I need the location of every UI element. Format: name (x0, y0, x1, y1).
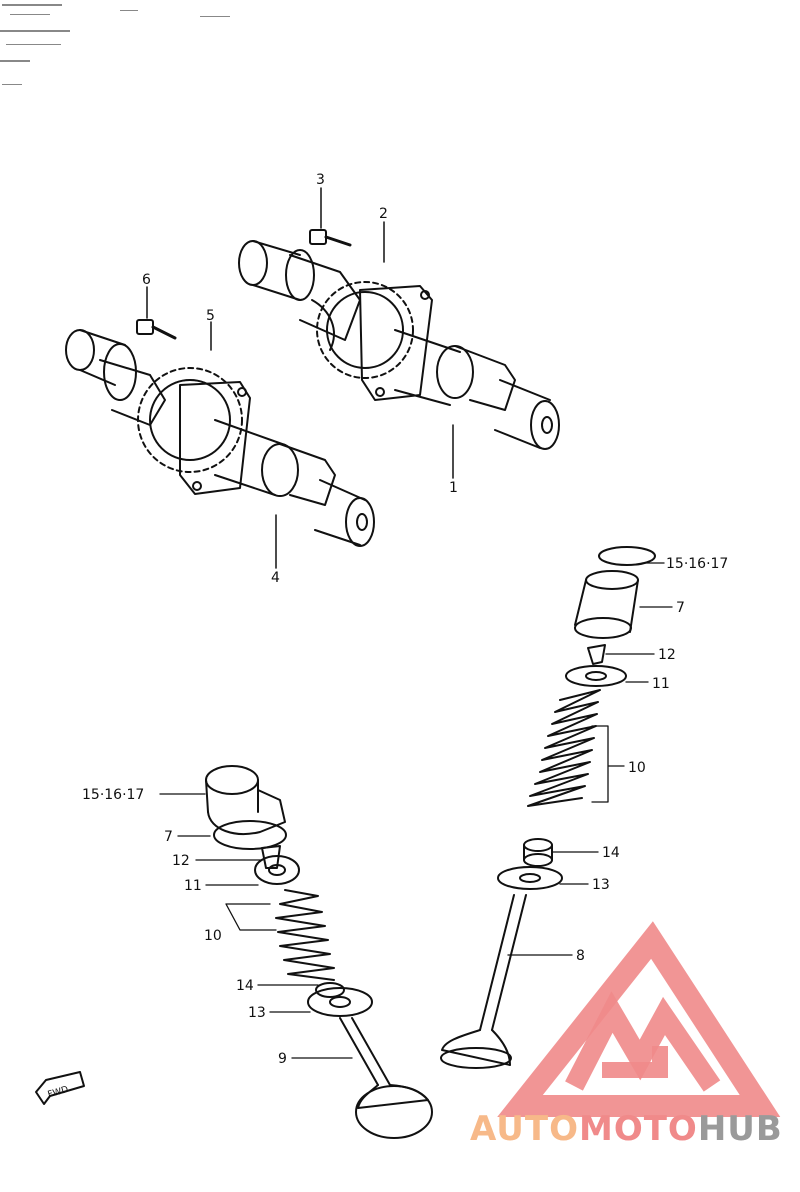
watermark-hub: HUB (698, 1109, 783, 1149)
label-part-3: 3 (316, 172, 325, 188)
right-valve-assembly (440, 546, 656, 1069)
label-part-13-left: 13 (248, 1005, 266, 1021)
label-part-2: 2 (379, 206, 388, 222)
watermark-moto: MOTO (579, 1109, 698, 1149)
left-valve-assembly (205, 765, 433, 1139)
label-part-13-right: 13 (592, 877, 610, 893)
bolt-3 (309, 229, 352, 247)
part-labels: 3 2 6 5 1 4 15·16·17 7 12 11 10 14 13 8 … (47, 172, 729, 1100)
label-part-15-16-17-left: 15·16·17 (82, 787, 144, 803)
label-part-6: 6 (142, 272, 151, 288)
camshaft-4 (65, 329, 375, 547)
label-part-10-right: 10 (628, 760, 646, 776)
label-part-7-right: 7 (676, 600, 685, 616)
label-part-4: 4 (271, 570, 280, 586)
watermark-logo: AUTOMOTOHUB (470, 921, 783, 1149)
camshaft-1 (238, 240, 560, 450)
label-part-12-right: 12 (658, 647, 676, 663)
label-part-15-16-17-right: 15·16·17 (666, 556, 728, 572)
watermark-triangle-icon (497, 921, 781, 1117)
label-part-7-left: 7 (164, 829, 173, 845)
label-part-11-right: 11 (652, 676, 670, 692)
label-part-14-left: 14 (236, 978, 254, 994)
label-part-5: 5 (206, 308, 215, 324)
label-part-11-left: 11 (184, 878, 202, 894)
label-part-10-left: 10 (204, 928, 222, 944)
watermark-auto: AUTO (470, 1109, 579, 1149)
bolt-6 (136, 319, 177, 340)
scan-noise (0, 4, 230, 85)
label-part-8: 8 (576, 948, 585, 964)
label-part-9: 9 (278, 1051, 287, 1067)
label-part-1: 1 (449, 480, 458, 496)
fwd-arrow-icon (35, 1071, 85, 1105)
label-part-12-left: 12 (172, 853, 190, 869)
label-part-14-right: 14 (602, 845, 620, 861)
svg-text:AUTOMOTOHUB: AUTOMOTOHUB (470, 1109, 783, 1149)
